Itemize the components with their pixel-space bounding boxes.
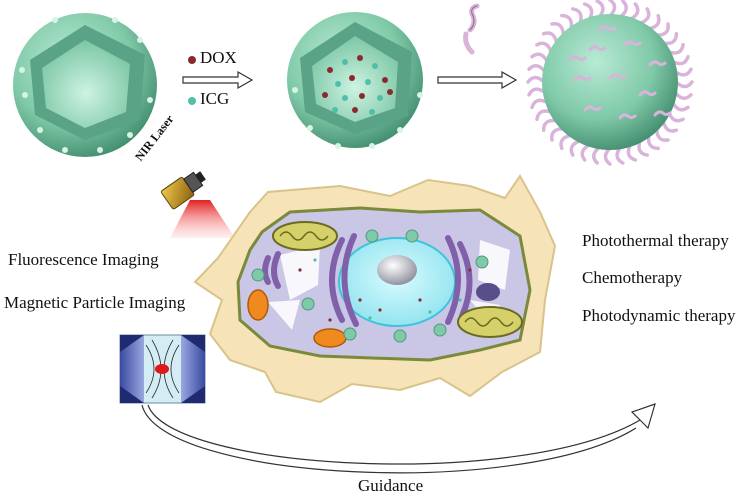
polymer-strand [628,2,640,21]
polymer-strand [580,143,592,162]
polymer-strand [671,100,690,112]
guidance-arrow [141,403,656,474]
magnetic-particle-imaging-label: Magnetic Particle Imaging [4,293,186,312]
mpi-hotspot [155,364,169,374]
polymer-strand [661,119,679,133]
polymer-strand-front [648,60,667,67]
photodynamic-therapy-label: Photodynamic therapy [582,306,736,325]
polymer-strand-front [618,113,637,120]
polymer-strand [530,52,549,64]
cell [193,174,557,404]
icg-legend-dot [188,97,196,105]
polymer-strand [535,109,553,121]
polymer-strand [560,13,574,31]
polymer-strand [638,7,651,25]
polymer-strand [569,139,582,157]
polymer-strand [673,90,693,100]
polymer-strand [535,41,553,54]
loaded-drug-dots [322,55,393,115]
coating-arrow [437,3,518,90]
guidance-label: Guidance [358,476,424,495]
photothermal-therapy-label: Photothermal therapy [582,231,729,250]
dox-legend-dot [188,56,196,64]
polymer-strand [559,133,573,151]
mitochondria [272,221,523,338]
polymer-strand [608,0,617,18]
polymer-strand [673,67,693,77]
mpi-device [119,334,206,404]
dox-label: DOX [200,48,237,67]
polymer-strand-front [623,40,642,47]
polymer-strand [615,145,625,165]
polymer-strand-front [588,45,607,52]
drug-loaded-nanoparticle [287,12,423,149]
coated-nanoparticle [526,0,694,166]
polymer-strand [527,64,547,74]
polymer-strand [527,87,547,97]
chemotherapy-label: Chemotherapy [582,268,683,287]
fluorescence-imaging-label: Fluorescence Imaging [8,250,159,269]
polymer-strand-front [653,110,672,117]
laser-beam [170,200,235,238]
polymer-strand-front [583,105,602,112]
polymer-strand-front [608,73,627,80]
polymer-strand [637,139,649,157]
polymer-strand [603,146,612,166]
empty-nanoparticle [13,13,157,157]
nucleolus [377,255,417,285]
polymer-strand [592,145,602,165]
loading-arrow [182,70,254,90]
polymer-strand [674,80,694,89]
polymer-strand [618,0,628,19]
nir-laser [160,171,235,238]
golgi [262,233,473,327]
polymer-strand [571,7,583,25]
polymer-strand [541,118,559,132]
polymer-strand [526,75,546,84]
polymer-strand [541,31,559,45]
polymer-strand [595,0,605,19]
polymer-strand [667,43,685,55]
polymer-strand [646,133,660,151]
polymer-strand-front [638,90,657,97]
internalized-nanoparticles [251,229,489,343]
icg-label: ICG [200,89,230,108]
polymer-strand [647,13,661,31]
polymer-strand-front [598,25,617,32]
polymer-strand-front [568,55,587,62]
polymer-strand-front [573,75,592,82]
centrosome [476,283,500,301]
polymer-strand [661,32,679,46]
